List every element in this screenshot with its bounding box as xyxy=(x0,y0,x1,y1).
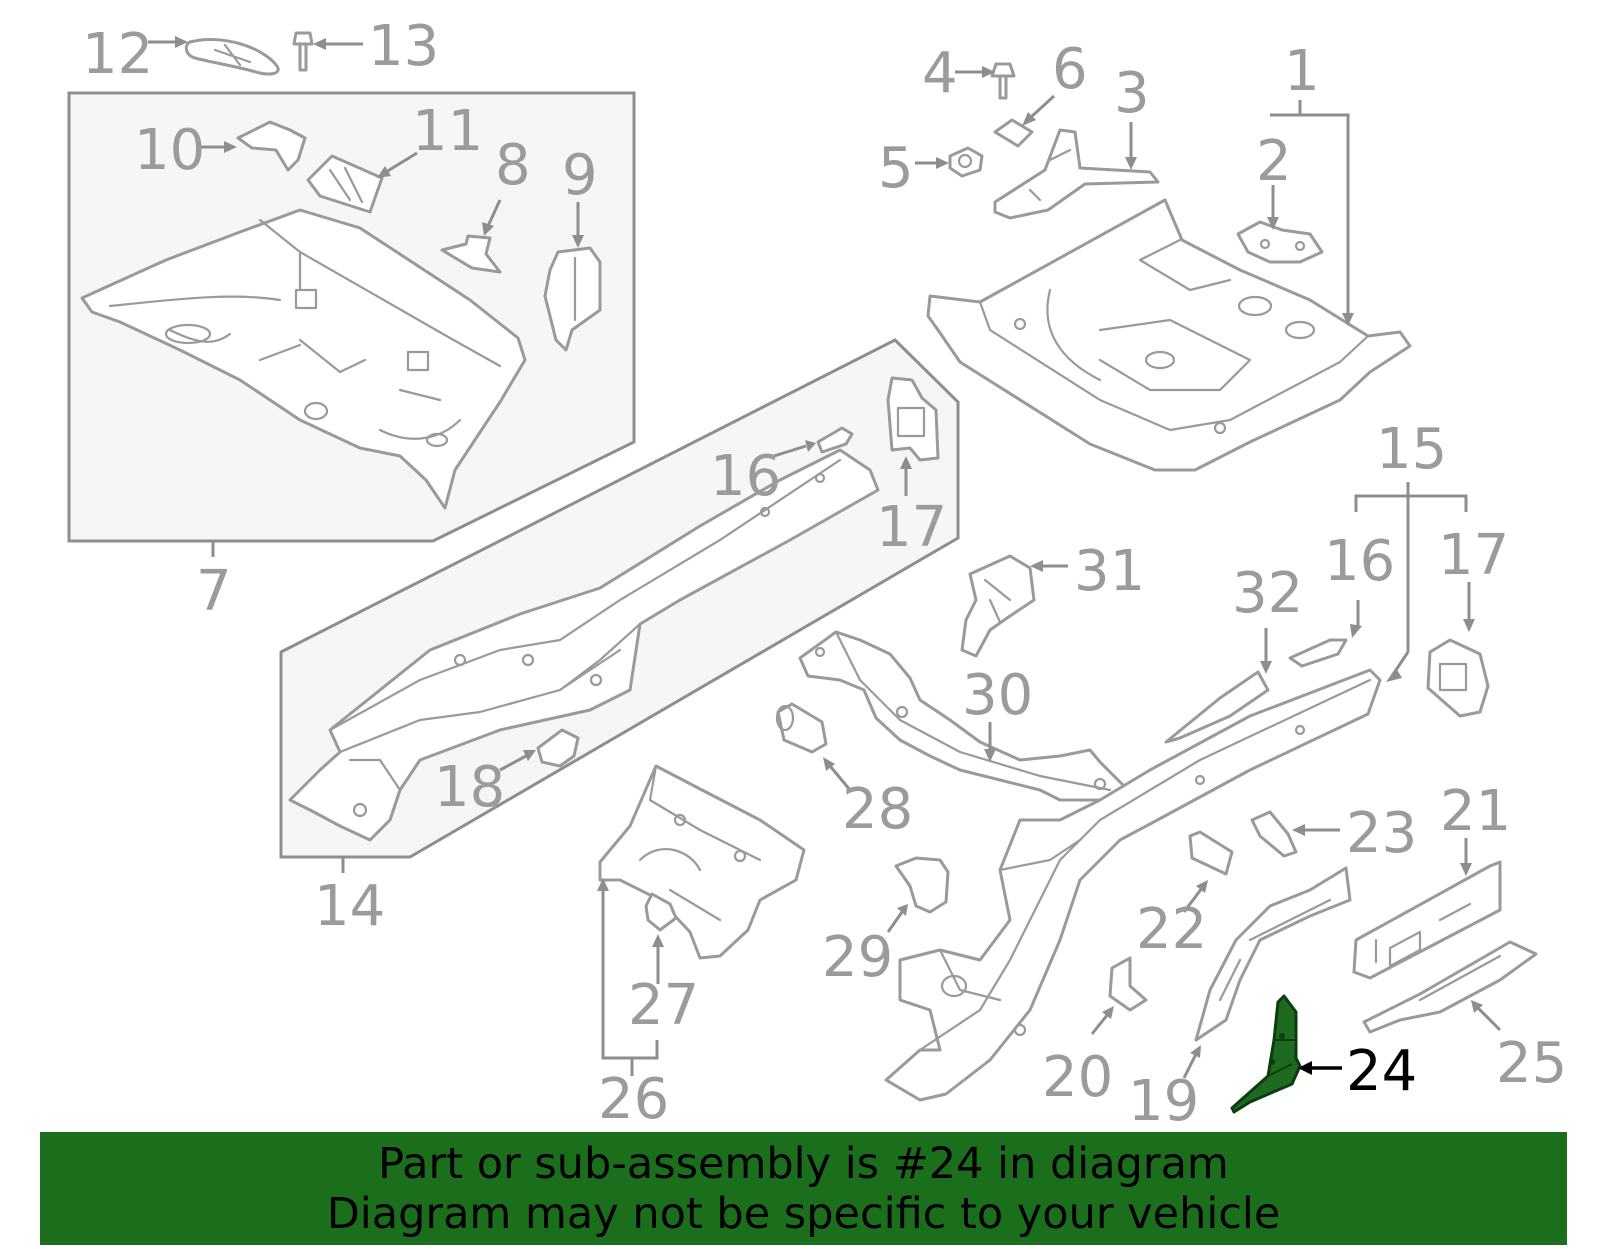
part-22 xyxy=(1188,830,1234,876)
part-27 xyxy=(644,892,678,932)
part-15-member xyxy=(884,668,1382,1102)
callout-3: 3 xyxy=(1114,61,1150,126)
part-16-b xyxy=(1288,638,1348,668)
part-17-a xyxy=(886,376,940,462)
part-3 xyxy=(993,128,1160,220)
part-23 xyxy=(1250,810,1298,858)
part-4 xyxy=(990,62,1016,100)
callout-8: 8 xyxy=(495,133,531,198)
part-29 xyxy=(894,856,950,914)
callout-9: 9 xyxy=(562,143,598,208)
part-21 xyxy=(1352,860,1502,980)
part-13 xyxy=(292,31,314,72)
part-20 xyxy=(1108,956,1148,1012)
callout-6: 6 xyxy=(1052,37,1088,102)
callout-24-highlighted: 24 xyxy=(1346,1039,1417,1104)
callout-23: 23 xyxy=(1346,801,1417,866)
part-10 xyxy=(236,120,307,172)
part-7-floor xyxy=(80,208,527,510)
callout-1: 1 xyxy=(1284,39,1320,104)
callout-17-b: 17 xyxy=(1438,523,1509,588)
callout-28: 28 xyxy=(842,777,913,842)
part-17-b xyxy=(1426,638,1490,718)
part-18 xyxy=(536,728,580,768)
callout-18: 18 xyxy=(434,755,505,820)
callout-29: 29 xyxy=(822,925,893,990)
part-14-member xyxy=(288,448,880,842)
part-6 xyxy=(993,118,1034,148)
callout-16-b: 16 xyxy=(1324,529,1395,594)
part-24-highlighted xyxy=(1230,994,1302,1114)
part-28 xyxy=(775,702,828,754)
callout-10: 10 xyxy=(134,118,205,183)
callout-31: 31 xyxy=(1074,539,1145,604)
callout-12: 12 xyxy=(82,22,153,87)
callout-21: 21 xyxy=(1440,779,1511,844)
part-31 xyxy=(960,554,1036,658)
part-5 xyxy=(948,146,984,178)
callout-15: 15 xyxy=(1376,417,1447,482)
part-9 xyxy=(543,246,602,352)
callout-7: 7 xyxy=(196,559,232,624)
part-1-floor xyxy=(926,198,1412,472)
callout-30: 30 xyxy=(962,663,1033,728)
callout-22: 22 xyxy=(1136,897,1207,962)
part-25 xyxy=(1362,940,1538,1034)
callout-labels: 12 13 10 11 8 9 7 4 6 3 1 5 2 16 17 18 1… xyxy=(82,14,1567,1134)
part-32 xyxy=(1164,670,1270,744)
banner-line-part: Part or sub-assembly is #24 in diagram xyxy=(378,1138,1229,1189)
callout-5: 5 xyxy=(878,136,914,201)
part-19 xyxy=(1194,866,1352,1042)
callout-26: 26 xyxy=(598,1067,669,1132)
callout-2: 2 xyxy=(1256,129,1292,194)
info-banner: Part or sub-assembly is #24 in diagram D… xyxy=(40,1132,1567,1245)
part-2 xyxy=(1236,220,1324,264)
callout-32: 32 xyxy=(1232,561,1303,626)
part-26 xyxy=(598,764,806,960)
part-16-a xyxy=(816,426,854,454)
callout-11: 11 xyxy=(412,99,483,164)
banner-line-disclaimer: Diagram may not be specific to your vehi… xyxy=(326,1188,1281,1239)
callout-19: 19 xyxy=(1128,1069,1199,1134)
callout-25: 25 xyxy=(1496,1031,1567,1096)
callout-17-a: 17 xyxy=(876,495,947,560)
leader-lines xyxy=(148,36,1502,1079)
callout-27: 27 xyxy=(628,973,699,1038)
callout-13: 13 xyxy=(368,14,439,79)
callout-20: 20 xyxy=(1042,1045,1113,1110)
callout-14: 14 xyxy=(314,874,385,939)
part-8 xyxy=(440,234,502,274)
part-11 xyxy=(306,154,384,214)
part-12 xyxy=(184,38,280,76)
callout-4: 4 xyxy=(922,41,958,106)
callout-16-a: 16 xyxy=(710,444,781,509)
